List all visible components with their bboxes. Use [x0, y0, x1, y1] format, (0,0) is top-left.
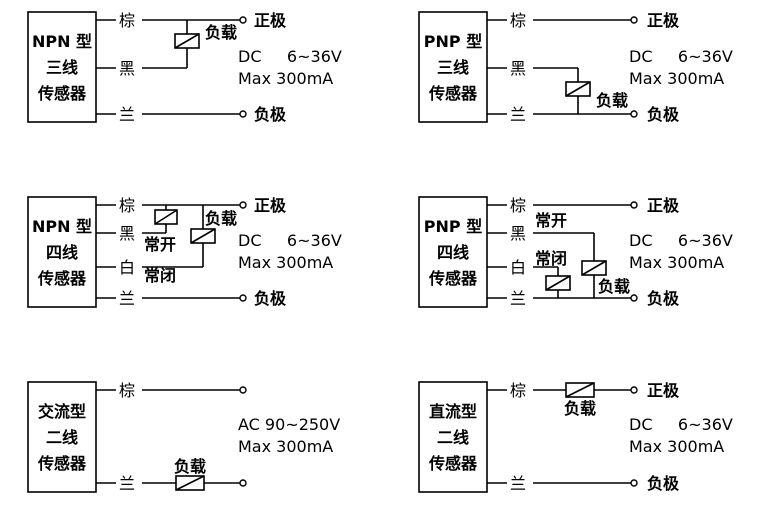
wire-white-label: 白 [510, 258, 526, 277]
wire-brown-label: 棕 [510, 11, 526, 30]
wire-brown-label: 棕 [510, 381, 526, 400]
spec-line2: Max 300mA [238, 437, 333, 456]
wire-black-label: 黑 [119, 59, 135, 78]
load-label: 负载 [205, 23, 237, 42]
load-label: 负载 [598, 277, 630, 296]
negative-label: 负极 [647, 105, 680, 124]
spec-line1: DC 6~36V [238, 231, 342, 250]
terminal [239, 201, 247, 209]
sensor-box [418, 381, 488, 493]
sensor-name-line3: 传感器 [428, 454, 478, 473]
positive-label: 正极 [647, 11, 680, 30]
sensor-name-line2: 四线 [437, 243, 469, 262]
sensor-name-line1: NPN 型 [32, 217, 92, 236]
sensor-name-line1: 直流型 [429, 402, 477, 421]
nc-label: 常闭 [144, 266, 176, 285]
wire-black-label: 黑 [510, 59, 526, 78]
wire-blue-label: 兰 [119, 474, 135, 493]
sensor-name-line3: 传感器 [37, 269, 87, 288]
sensor-box [418, 11, 488, 123]
terminal [239, 386, 247, 394]
sensor-box [27, 196, 97, 308]
spec-line1: DC 6~36V [629, 231, 733, 250]
positive-label: 正极 [647, 381, 680, 400]
terminal [239, 294, 247, 302]
negative-label: 负极 [647, 289, 680, 308]
sensor-name-line2: 四线 [46, 243, 78, 262]
wire-white-label: 白 [119, 258, 135, 277]
spec-line1: DC 6~36V [238, 47, 342, 66]
sensor-name-line1: 交流型 [38, 402, 86, 421]
spec-line2: Max 300mA [629, 69, 724, 88]
negative-label: 负极 [647, 474, 680, 493]
spec-line2: Max 300mA [629, 437, 724, 456]
panel-pnp-3wire: PNP 型 三线 传感器 棕 正极 黑 负载 兰 负极 DC 6~36V Max… [418, 11, 733, 124]
no-label: 常开 [535, 211, 567, 230]
negative-label: 负极 [254, 289, 287, 308]
sensor-name-line1: PNP 型 [424, 32, 482, 51]
spec-line2: Max 300mA [238, 253, 333, 272]
load-label: 负载 [205, 209, 237, 228]
wire-brown-label: 棕 [119, 196, 135, 215]
sensor-box [27, 381, 97, 493]
wire-blue-label: 兰 [119, 105, 135, 124]
terminal [630, 386, 638, 394]
sensor-name-line3: 传感器 [428, 84, 478, 103]
load-label: 负载 [596, 91, 628, 110]
wire-black-label: 黑 [510, 224, 526, 243]
spec-line1: DC 6~36V [629, 47, 733, 66]
positive-label: 正极 [254, 11, 287, 30]
terminal [239, 16, 247, 24]
sensor-name-line2: 三线 [437, 58, 469, 77]
wire-blue-label: 兰 [119, 289, 135, 308]
sensor-name-line2: 三线 [46, 58, 78, 77]
sensor-name-line3: 传感器 [37, 454, 87, 473]
terminal [630, 110, 638, 118]
terminal [239, 110, 247, 118]
sensor-name-line3: 传感器 [428, 269, 478, 288]
positive-label: 正极 [647, 196, 680, 215]
terminal [630, 16, 638, 24]
panel-npn-3wire: NPN 型 三线 传感器 棕 正极 黑 负载 兰 负极 DC 6~36V Max… [27, 11, 342, 124]
sensor-box [27, 11, 97, 123]
negative-label: 负极 [254, 105, 287, 124]
sensor-name-line1: PNP 型 [424, 217, 482, 236]
sensor-name-line1: NPN 型 [32, 32, 92, 51]
load-label: 负载 [564, 399, 596, 418]
load-label: 负载 [174, 457, 206, 476]
panel-pnp-4wire: PNP 型 四线 传感器 棕 正极 黑 常开 负载 白 常闭 兰 负极 D [418, 196, 733, 308]
terminal [239, 479, 247, 487]
no-label: 常开 [144, 235, 176, 254]
wire-blue-label: 兰 [510, 289, 526, 308]
panel-ac-2wire: 交流型 二线 传感器 棕 兰 负载 AC 90~250V Max 300mA [27, 381, 340, 493]
sensor-name-line2: 二线 [437, 428, 469, 447]
sensor-name-line2: 二线 [46, 428, 78, 447]
positive-label: 正极 [254, 196, 287, 215]
spec-line2: Max 300mA [238, 69, 333, 88]
wire-blue-label: 兰 [510, 474, 526, 493]
panel-dc-2wire: 直流型 二线 传感器 棕 正极 负载 兰 负极 DC 6~36V Max 300… [418, 381, 733, 493]
wire-brown-label: 棕 [510, 196, 526, 215]
panel-npn-4wire: NPN 型 四线 传感器 棕 正极 黑 常开 白 常闭 负载 兰 负极 D [27, 196, 342, 308]
terminal [630, 201, 638, 209]
terminal [630, 294, 638, 302]
terminal [630, 479, 638, 487]
spec-line1: DC 6~36V [629, 415, 733, 434]
wire-brown-label: 棕 [119, 381, 135, 400]
wire-blue-label: 兰 [510, 105, 526, 124]
wire-brown-label: 棕 [119, 11, 135, 30]
wire-black-label: 黑 [119, 224, 135, 243]
spec-line1: AC 90~250V [238, 415, 340, 434]
spec-line2: Max 300mA [629, 253, 724, 272]
sensor-name-line3: 传感器 [37, 84, 87, 103]
nc-label: 常闭 [535, 249, 567, 268]
sensor-box [418, 196, 488, 308]
